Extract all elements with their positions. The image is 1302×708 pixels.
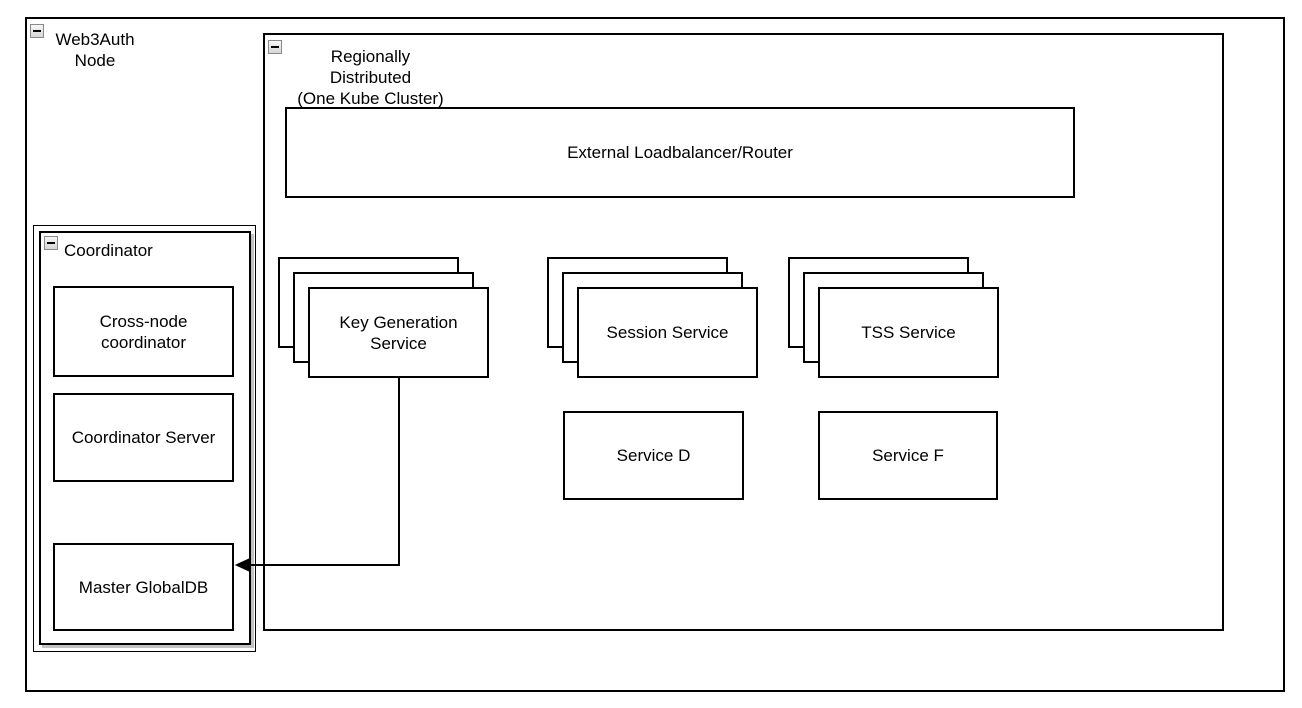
coordinator-server-box: Coordinator Server: [53, 393, 234, 482]
key-generation-service-stack: Key Generation Service: [278, 257, 489, 378]
web3auth-node-label: Web3Auth Node: [55, 30, 135, 70]
session-service-box: Session Service: [577, 287, 758, 378]
service-d-box: Service D: [563, 411, 744, 500]
tss-service-box: TSS Service: [818, 287, 999, 378]
regionally-distributed-label: Regionally Distributed (One Kube Cluster…: [297, 47, 444, 108]
key-generation-service-box: Key Generation Service: [308, 287, 489, 378]
coordinator-label: Coordinator: [64, 241, 153, 260]
service-f-box: Service F: [818, 411, 998, 500]
tss-service-stack: TSS Service: [788, 257, 999, 378]
collapse-minus-icon[interactable]: [44, 236, 58, 250]
master-globaldb-box: Master GlobalDB: [53, 543, 234, 631]
collapse-minus-icon[interactable]: [30, 24, 44, 38]
session-service-stack: Session Service: [547, 257, 758, 378]
external-loadbalancer-box: External Loadbalancer/Router: [285, 107, 1075, 198]
collapse-minus-icon[interactable]: [268, 40, 282, 54]
cross-node-coordinator-box: Cross-node coordinator: [53, 286, 234, 377]
